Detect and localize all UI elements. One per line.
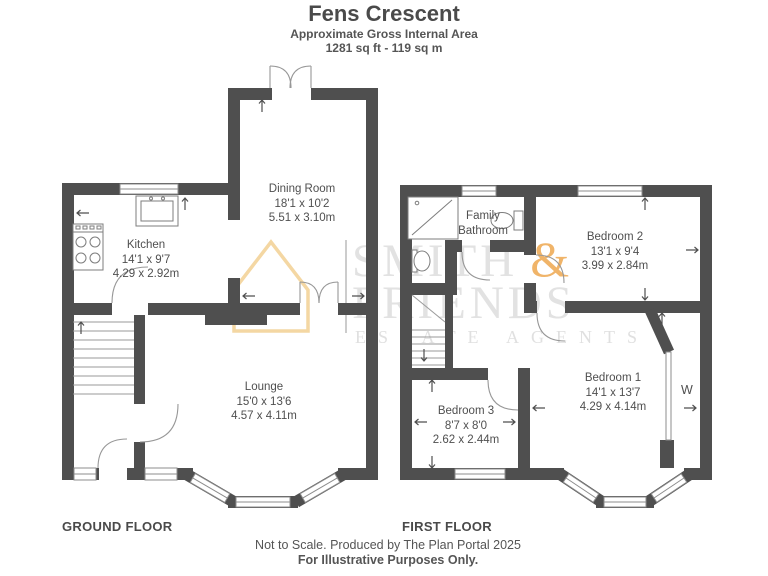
room-name: Dining Room: [268, 183, 336, 195]
dimension-arrow: [686, 246, 699, 254]
room-dims-imperial: 14'1 x 13'7: [585, 386, 641, 399]
door-swing: [318, 281, 339, 304]
watermark-text-line3: ESTATE AGENTS: [355, 327, 650, 347]
room-name: Kitchen: [126, 239, 166, 251]
room-label-kitchen: Kitchen 14'1 x 9'7 4.29 x 2.92m: [113, 238, 179, 282]
door-swing: [299, 281, 320, 304]
wardrobe-front: [665, 351, 672, 441]
room-label-lounge: Lounge 15'0 x 13'6 4.57 x 4.11m: [231, 380, 297, 424]
dimension-arrow: [76, 209, 89, 217]
room-name: Lounge: [244, 381, 284, 393]
gross-internal-area: 1281 sq ft - 119 sq m: [325, 41, 443, 55]
ground-floor-walls: [62, 88, 378, 508]
dimension-arrow: [684, 404, 697, 412]
room-dims-metric: 2.62 x 2.44m: [432, 434, 500, 446]
footer-disclaimer: For Illustrative Purposes Only.: [297, 553, 479, 567]
dimension-arrow: [242, 292, 255, 300]
room-dims-metric: 4.57 x 4.11m: [231, 410, 297, 422]
door-swing: [139, 403, 179, 443]
room-label-dining-room: Dining Room 18'1 x 10'2 5.51 x 3.10m: [269, 182, 335, 226]
floor-label-first: FIRST FLOOR: [402, 519, 492, 534]
dimension-arrow: [428, 379, 436, 392]
dimension-arrow: [77, 321, 85, 334]
floor-label-ground: GROUND FLOOR: [62, 519, 173, 534]
room-name: Bedroom 2: [586, 231, 644, 243]
room-dims-metric: 3.99 x 2.84m: [581, 260, 649, 272]
room-name: Bedroom 3: [437, 405, 495, 417]
wardrobe-angled-wall: [644, 307, 675, 355]
room-name: Bathroom: [458, 224, 508, 237]
room-label-family-bathroom: Family Bathroom: [458, 209, 508, 238]
dimension-arrow: [641, 288, 649, 301]
ground-floor-plan: [62, 65, 378, 508]
dimension-arrow: [181, 197, 189, 210]
room-label-bedroom-2: Bedroom 2 13'1 x 9'4 3.99 x 2.84m: [582, 230, 648, 274]
room-dims-imperial: 8'7 x 8'0: [444, 419, 488, 432]
dimension-arrow: [414, 418, 427, 426]
page-title: Fens Crescent: [308, 1, 460, 26]
stove-icon: [72, 223, 104, 271]
footer-note: Not to Scale. Produced by The Plan Porta…: [255, 538, 521, 552]
house-watermark-icon: [232, 239, 310, 333]
dimension-arrow: [503, 418, 516, 426]
room-dims-imperial: 18'1 x 10'2: [274, 197, 330, 210]
ground-floor-windows: [73, 183, 341, 508]
room-label-bedroom-1: Bedroom 1 14'1 x 13'7 4.29 x 4.14m: [580, 371, 646, 415]
room-dims-metric: 4.29 x 4.14m: [579, 401, 647, 413]
dimension-arrow: [258, 99, 266, 112]
stairs-icon: [73, 321, 134, 395]
door-swing: [97, 438, 128, 469]
ground-floor-bay-window: [182, 468, 348, 508]
dimension-arrow: [532, 404, 545, 412]
dimension-arrow: [658, 312, 666, 325]
room-dims-metric: 5.51 x 3.10m: [268, 212, 336, 224]
room-dims-imperial: 14'1 x 9'7: [121, 253, 171, 266]
page-subtitle: Approximate Gross Internal Area: [290, 27, 478, 41]
room-label-bedroom-3: Bedroom 3 8'7 x 8'0 2.62 x 2.44m: [433, 404, 499, 448]
dimension-arrow: [428, 456, 436, 469]
room-dims-imperial: 15'0 x 13'6: [236, 395, 292, 408]
wardrobe-label: W: [681, 383, 693, 397]
french-door-swing: [289, 65, 312, 89]
dimension-arrow: [420, 349, 428, 362]
dimension-arrow: [641, 197, 649, 210]
room-dims-metric: 4.29 x 2.92m: [112, 268, 180, 280]
room-name: Bedroom 1: [584, 372, 642, 384]
french-door-swing: [269, 65, 292, 89]
watermark-text-line2: FRIENDS: [352, 277, 576, 329]
kitchen-sink-icon: [135, 195, 179, 227]
room-name: Family: [466, 210, 500, 222]
room-dims-imperial: 13'1 x 9'4: [590, 245, 640, 258]
